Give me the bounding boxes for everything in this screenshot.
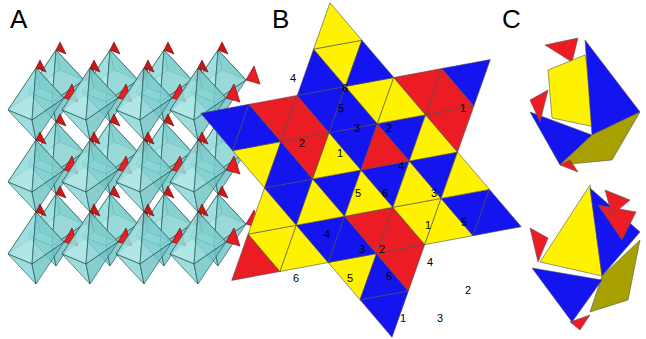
callout-number: 1 [400, 313, 406, 324]
octahedron-face [170, 110, 198, 140]
tetrahedron [164, 114, 174, 126]
tetrahedron [110, 42, 120, 54]
callout-number: 4 [324, 229, 330, 240]
callout-number: 1 [460, 103, 466, 114]
octahedra-lattice [8, 42, 260, 284]
polyhedron-face [590, 240, 640, 312]
tetrahedron [144, 204, 154, 216]
panel-label: A [10, 6, 27, 32]
octahedron-face [8, 110, 36, 140]
callout-number: 2 [299, 138, 305, 149]
folded-polyhedra [530, 38, 640, 330]
callout-number: 6 [342, 83, 348, 94]
net-facet [314, 3, 362, 49]
hexagram-net [201, 3, 521, 337]
tetrahedron [56, 42, 66, 54]
tetrahedron [164, 42, 174, 54]
tetrahedron [90, 132, 100, 144]
callout-number: 5 [355, 188, 361, 199]
polyhedron-face [605, 190, 630, 215]
callout-number: 3 [431, 188, 437, 199]
callout-number: 5 [461, 217, 467, 228]
octahedron-face [194, 242, 226, 284]
tetrahedron [56, 114, 66, 126]
polyhedron-face [560, 112, 640, 165]
tetrahedron [198, 60, 208, 72]
octahedron-face [140, 98, 172, 140]
octahedron-face [32, 170, 64, 212]
tetrahedron [198, 132, 208, 144]
tetrahedron [218, 186, 228, 198]
tetrahedron [110, 186, 120, 198]
polyhedron-face [530, 228, 548, 262]
net-facet [442, 60, 490, 106]
octahedron-face [8, 254, 36, 284]
net-facet [346, 40, 394, 86]
tetrahedron [226, 228, 240, 246]
polyhedron-face [570, 315, 590, 330]
octahedron-face [62, 182, 90, 212]
callout-number: 1 [425, 220, 431, 231]
tetrahedron [110, 114, 120, 126]
tetrahedron [90, 204, 100, 216]
tetrahedron [226, 84, 240, 102]
octahedron-face [86, 98, 118, 140]
tetrahedron [36, 60, 46, 72]
panel-label: B [272, 6, 289, 32]
octahedron-face [194, 170, 226, 212]
callout-number: 2 [386, 123, 392, 134]
polyhedron-face [532, 268, 602, 322]
callout-number: 1 [337, 148, 343, 159]
tetrahedron [218, 42, 228, 54]
octahedron-face [116, 254, 144, 284]
octahedron-face [8, 182, 36, 212]
callout-number: 2 [379, 244, 385, 255]
octahedron-face [140, 242, 172, 284]
polyhedron-face [530, 90, 548, 122]
octahedron-face [140, 170, 172, 212]
callout-number: 5 [338, 103, 344, 114]
octahedron-face [32, 242, 64, 284]
octahedron-face [170, 254, 198, 284]
callout-number: 3 [437, 313, 443, 324]
octahedron-face [62, 110, 90, 140]
octahedron-face [116, 182, 144, 212]
callout-number: 4 [290, 73, 296, 84]
octahedron-face [86, 242, 118, 284]
octahedron-face [170, 182, 198, 212]
tetrahedron [36, 204, 46, 216]
tetrahedron [164, 186, 174, 198]
tetrahedron [56, 186, 66, 198]
octahedron-face [116, 110, 144, 140]
callout-number: 2 [465, 285, 471, 296]
callout-number: 4 [427, 257, 433, 268]
callout-number: 6 [386, 271, 392, 282]
callout-number: 3 [354, 123, 360, 134]
polyhedron-face [545, 38, 578, 62]
tetrahedron [36, 132, 46, 144]
callout-number: 6 [382, 188, 388, 199]
octahedron-face [62, 254, 90, 284]
callout-number: 4 [398, 161, 404, 172]
tetrahedron [144, 60, 154, 72]
panel-label: C [502, 6, 521, 32]
tetrahedron [90, 60, 100, 72]
tetrahedron [226, 156, 240, 174]
tetrahedron [144, 132, 154, 144]
octahedron-face [86, 170, 118, 212]
tetrahedron [246, 66, 260, 84]
net-facet [441, 152, 489, 198]
callout-number: 5 [347, 273, 353, 284]
net-facet [473, 189, 521, 235]
polyhedron-face [560, 160, 578, 172]
callout-number: 3 [359, 244, 365, 255]
callout-number: 6 [293, 273, 299, 284]
tetrahedron [198, 204, 208, 216]
octahedron-face [32, 98, 64, 140]
